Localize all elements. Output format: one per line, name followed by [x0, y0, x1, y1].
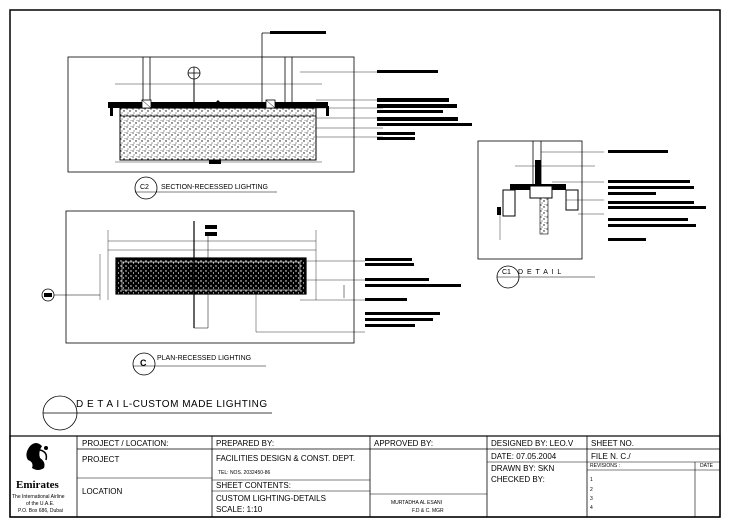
view-marker-c1-text: C1 — [502, 269, 511, 276]
view-marker-c — [132, 352, 266, 376]
tb-revision-4: 4 — [590, 505, 593, 511]
tb-date: DATE: 07.05.2004 — [491, 452, 557, 461]
tb-revisions-date-label: DATE — [700, 463, 713, 469]
tb-approver-title: F.D & C. MGR — [412, 508, 444, 514]
tb-scale: SCALE: 1:10 — [216, 505, 263, 514]
tb-revision-3: 3 — [590, 496, 593, 502]
view-marker-c2-text: C2 — [140, 184, 149, 191]
logo-tagline-1: The International Airline — [12, 494, 65, 500]
emirates-logo-mark — [26, 443, 48, 470]
tb-designed-by: DESIGNED BY: LEO.V — [491, 439, 574, 448]
tb-revision-2: 2 — [590, 487, 593, 493]
tb-sheet-contents-label: SHEET CONTENTS: — [216, 481, 291, 490]
logo-tagline-3: P.O. Box 686, Dubai — [18, 508, 63, 514]
tb-project-location-label: PROJECT / LOCATION: — [82, 439, 169, 448]
sheet-title: D E T A I L-CUSTOM MADE LIGHTING — [76, 399, 268, 410]
tb-approver-name: MURTADHA AL ESANI — [391, 500, 443, 506]
tb-checked-by: CHECKED BY: — [491, 475, 545, 484]
view-marker-c-text: C — [140, 358, 147, 368]
section-view-c2 — [67, 31, 383, 173]
sheet-title-marker — [42, 395, 272, 431]
view-label-c: PLAN-RECESSED LIGHTING — [157, 355, 252, 362]
tb-prepared-by-value: FACILITIES DESIGN & CONST. DEPT. — [216, 454, 356, 463]
tb-sheet-contents-value: CUSTOM LIGHTING-DETAILS — [216, 494, 326, 503]
view-label-c1: D E T A I L — [518, 269, 563, 276]
plan-leader-labels — [365, 258, 461, 327]
view-label-c2: SECTION-RECESSED LIGHTING — [161, 184, 268, 191]
tb-prepared-by-label: PREPARED BY: — [216, 439, 275, 448]
tb-revision-1: 1 — [590, 477, 593, 483]
tb-telephone: TEL: NOS. 2032450-86 — [218, 470, 271, 476]
tb-approved-by-label: APPROVED BY: — [374, 439, 434, 448]
tb-sheet-no-label: SHEET NO. — [591, 439, 634, 448]
logo-name: Emirates — [16, 479, 59, 491]
logo-tagline-2: of the U.A.E. — [26, 501, 55, 507]
title-block-grid — [9, 435, 721, 518]
detail-view-c1 — [477, 140, 604, 260]
section-leader-labels — [377, 70, 472, 140]
tb-file-no: FILE N. C./ — [591, 452, 631, 461]
view-marker-c1 — [496, 265, 595, 289]
detail-leader-labels — [608, 150, 706, 241]
tb-location-label: LOCATION — [82, 487, 123, 496]
view-marker-c2 — [134, 176, 277, 200]
tb-revisions-label: REVISIONS : — [590, 463, 621, 469]
tb-project-label: PROJECT — [82, 455, 120, 464]
plan-view-c — [41, 210, 365, 344]
tb-drawn-by: DRAWN BY: SKN — [491, 464, 555, 473]
